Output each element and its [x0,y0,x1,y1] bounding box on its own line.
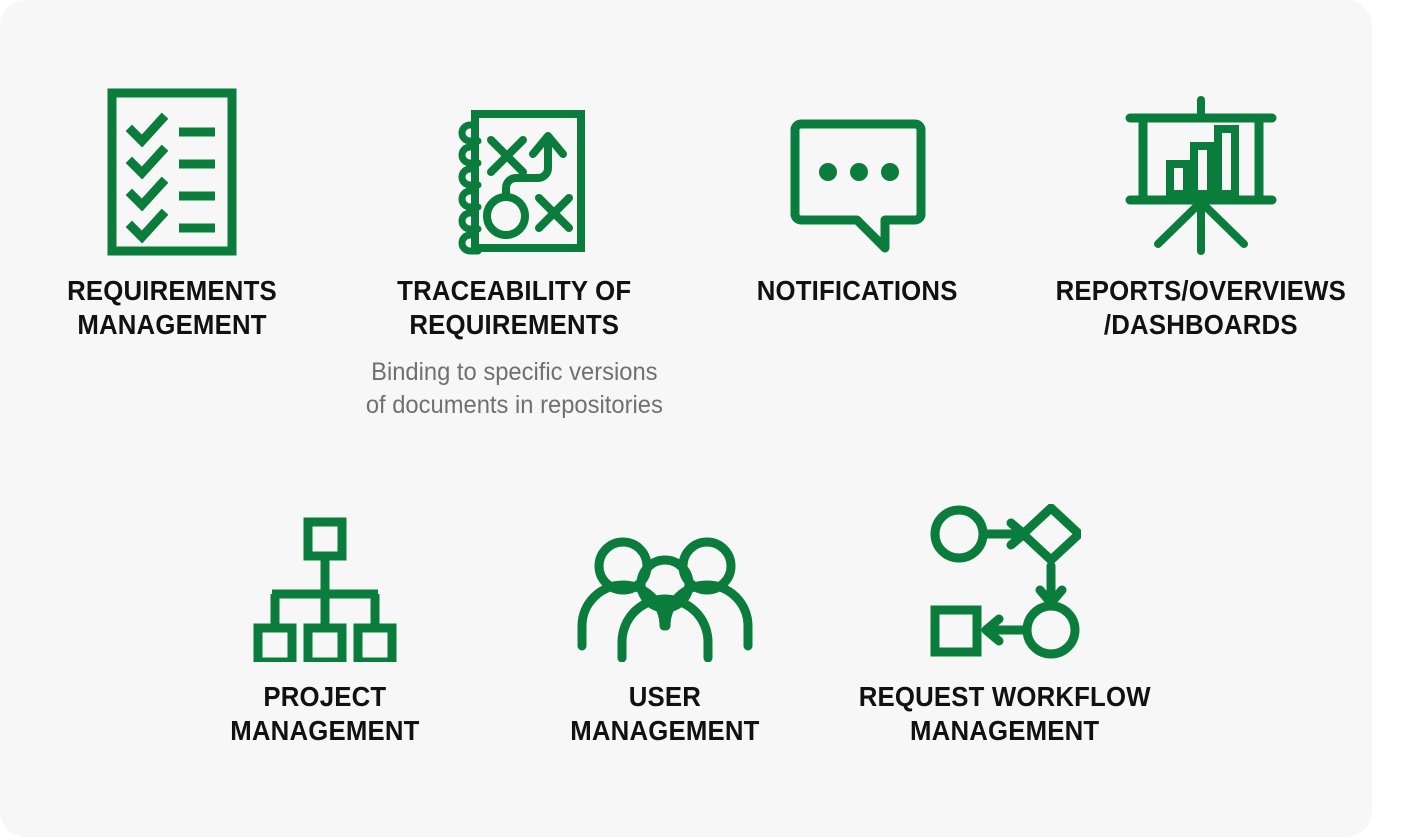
presentation-chart-icon [1125,96,1276,255]
feature-title-line2: MANAGEMENT [910,715,1100,747]
org-chart-icon [253,517,397,662]
checklist-document-icon-box [107,86,237,256]
feature-subtitle-line2: of documents in repositories [365,390,664,419]
speech-bubble-icon-box [787,86,929,256]
feature-row-top: REQUIREMENTS MANAGEMENT [0,86,1372,421]
feature-title: PROJECT MANAGEMENT [230,680,419,748]
feature-title-line2: REQUIREMENTS [409,309,620,341]
strategy-notebook-icon [458,110,585,255]
feature-requirements-management[interactable]: REQUIREMENTS MANAGEMENT [0,86,343,421]
feature-title: REQUIREMENTS MANAGEMENT [67,274,277,342]
presentation-chart-icon-box [1122,86,1280,256]
feature-title-line2: MANAGEMENT [230,715,420,747]
feature-title-line2: MANAGEMENT [76,309,267,341]
workflow-diagram-icon-box [929,492,1081,662]
speech-bubble-icon [790,119,925,253]
users-group-icon [577,537,753,662]
feature-subtitle: Binding to specific versions of document… [366,356,663,421]
users-group-icon-box [575,492,755,662]
feature-request-workflow-management[interactable]: REQUEST WORKFLOW MANAGEMENT [835,492,1175,748]
org-chart-icon-box [250,492,400,662]
feature-notifications[interactable]: NOTIFICATIONS [686,86,1029,421]
feature-subtitle-line1: Binding to specific versions [371,358,658,387]
feature-title-line1: REQUEST WORKFLOW [858,681,1152,712]
feature-reports-overviews-dashboards[interactable]: REPORTS/OVERVIEWS /DASHBOARDS [1029,86,1372,421]
feature-title-line1: NOTIFICATIONS [757,275,958,306]
feature-title-line1: PROJECT [263,681,387,712]
feature-title-line1: REPORTS/OVERVIEWS [1055,275,1346,306]
feature-user-management[interactable]: USER MANAGEMENT [495,492,835,748]
feature-grid-card: REQUIREMENTS MANAGEMENT [0,86,1372,748]
feature-title-line1: USER [628,681,702,712]
strategy-notebook-icon-box [444,86,586,256]
feature-title: TRACEABILITY OF REQUIREMENTS [397,274,631,342]
feature-title-line1: TRACEABILITY OF [397,275,632,306]
feature-title: REQUEST WORKFLOW MANAGEMENT [859,680,1151,748]
feature-title-line2: MANAGEMENT [570,715,760,747]
feature-row-bottom: PROJECT MANAGEMENT USER [155,492,1265,748]
workflow-diagram-icon [930,504,1081,659]
feature-title: USER MANAGEMENT [570,680,759,748]
feature-title: REPORTS/OVERVIEWS /DASHBOARDS [1055,274,1345,342]
feature-title-line1: REQUIREMENTS [66,275,277,306]
feature-traceability-of-requirements[interactable]: TRACEABILITY OF REQUIREMENTS Binding to … [343,86,686,421]
feature-title-line2: /DASHBOARDS [1103,309,1298,341]
feature-project-management[interactable]: PROJECT MANAGEMENT [155,492,495,748]
feature-title: NOTIFICATIONS [757,274,958,308]
checklist-document-icon [107,88,236,256]
